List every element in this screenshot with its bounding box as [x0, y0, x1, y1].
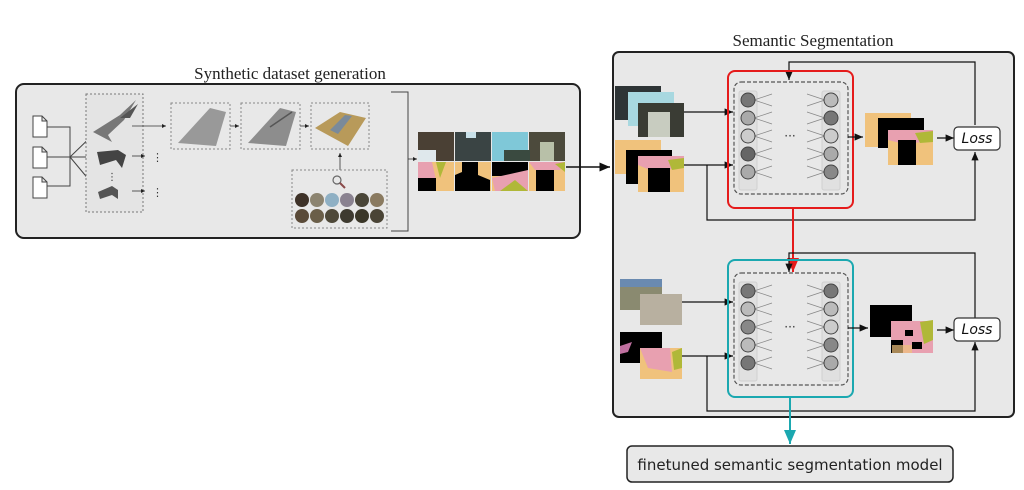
material-sphere: [310, 209, 324, 223]
neuron-node: [740, 319, 756, 335]
material-sphere: [355, 193, 369, 207]
neuron-node: [823, 128, 839, 144]
material-sphere: [340, 193, 354, 207]
network-bottom: [733, 272, 849, 386]
mesh-arrows: [132, 124, 166, 193]
synthetic-dataset-panel: [15, 83, 581, 239]
material-sphere: [370, 193, 384, 207]
prediction-images-top: [865, 113, 933, 165]
network-top-nodes: ···: [738, 90, 841, 191]
neuron-node: [823, 355, 839, 371]
material-sphere: [340, 209, 354, 223]
neuron-node: [823, 164, 839, 180]
file-icon: [32, 176, 48, 199]
loss-box-top: [953, 126, 1001, 151]
loss-label-top: Loss: [962, 131, 993, 147]
hidden-layers-ellipsis: ···: [784, 129, 795, 143]
neuron-node: [740, 301, 756, 317]
neuron-node: [740, 110, 756, 126]
prediction-images-bottom: [870, 305, 933, 353]
dataset-image-grid: [418, 132, 565, 191]
material-sphere: [295, 193, 309, 207]
svg-text:⋮: ⋮: [107, 172, 117, 183]
material-sphere: [310, 193, 324, 207]
neuron-node: [740, 128, 756, 144]
neuron-node: [740, 146, 756, 162]
synthetic-dataset-title: Synthetic dataset generation: [194, 64, 386, 83]
neuron-node: [740, 283, 756, 299]
loss-box-bottom: [953, 317, 1001, 342]
network-bottom-nodes: ···: [738, 281, 841, 382]
hidden-layers-ellipsis: ···: [784, 320, 795, 334]
material-sphere: [325, 209, 339, 223]
input-images-top: [615, 86, 684, 192]
input-images-bottom: [620, 279, 682, 379]
neuron-node: [740, 337, 756, 353]
magnifier-icon: [332, 175, 346, 189]
finetuned-model-label: finetuned semantic segmentation model: [637, 456, 942, 474]
material-sphere: [295, 209, 309, 223]
more-ellipsis: ⋮: [152, 186, 163, 199]
neuron-node: [740, 355, 756, 371]
neuron-node: [823, 92, 839, 108]
neuron-node: [823, 337, 839, 353]
network-top: [733, 81, 849, 195]
neuron-node: [823, 283, 839, 299]
neuron-node: [740, 92, 756, 108]
file-icon: [32, 146, 48, 169]
file-icon: [32, 115, 48, 138]
neuron-node: [823, 110, 839, 126]
neuron-node: [823, 301, 839, 317]
semantic-segmentation-title: Semantic Segmentation: [733, 31, 894, 50]
more-ellipsis: ⋮: [152, 151, 163, 164]
mesh-components: ⋮: [93, 100, 138, 199]
finetuned-model-box: [626, 445, 954, 483]
file-connector-lines: [47, 126, 101, 194]
network-top-outline: [727, 70, 854, 209]
neuron-node: [823, 319, 839, 335]
material-sphere: [325, 193, 339, 207]
bracket: [391, 91, 409, 232]
file-icons: [32, 115, 48, 199]
material-sphere: [370, 209, 384, 223]
neuron-node: [823, 146, 839, 162]
material-sphere: [355, 209, 369, 223]
loss-label-bottom: Loss: [962, 322, 993, 338]
material-spheres: [295, 193, 384, 223]
neuron-node: [740, 164, 756, 180]
